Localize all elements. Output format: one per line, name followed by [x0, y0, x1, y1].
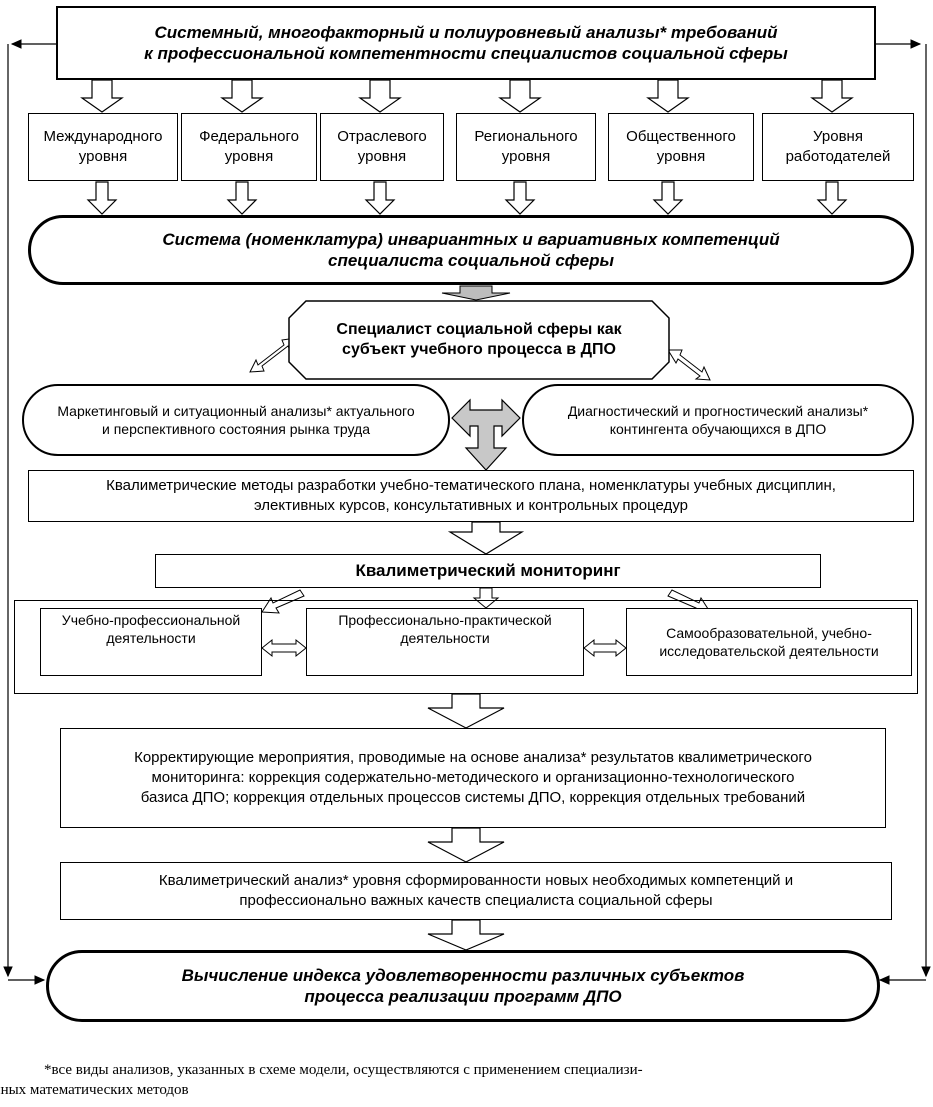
arrow-corrective-to-analysis: [427, 827, 505, 863]
competence-system-box: Система (номенклатура) инвариантных и ва…: [28, 215, 914, 285]
activity-3-line-1: Самообразовательной, учебно-: [666, 625, 872, 641]
arrow-level-1-down: [86, 181, 118, 215]
footnote: *все виды анализов, указанных в схеме мо…: [0, 1060, 929, 1100]
qualimetric-analysis-line-1: Квалиметрический анализ* уровня сформиро…: [158, 872, 794, 889]
level-label-5b: уровня: [656, 148, 706, 165]
level-label-5a: Общественного: [626, 128, 736, 145]
activity-2-line-2: деятельности: [400, 630, 490, 646]
cross-arrow-analyses: [451, 398, 521, 471]
level-box-public: Общественного уровня: [608, 113, 754, 181]
arrow-level-6-down: [816, 181, 848, 215]
specialist-octagon: [288, 300, 670, 380]
qualimetric-analysis-box: Квалиметрический анализ* уровня сформиро…: [60, 862, 892, 920]
corrective-line-1: Корректирующие мероприятия, проводимые н…: [134, 749, 812, 766]
arrow-system-to-specialist: [441, 285, 511, 301]
activity-1-line-2: деятельности: [106, 630, 196, 646]
arrow-top-to-level-5: [646, 79, 690, 113]
requirements-analysis-box: Системный, многофакторный и полиуровневы…: [56, 6, 876, 80]
specialist-line-2: субъект учебного процесса в ДПО: [342, 341, 616, 358]
footnote-line-1: *все виды анализов, указанных в схеме мо…: [44, 1062, 643, 1078]
arrow-level-3-down: [364, 181, 396, 215]
level-box-federal: Федерального уровня: [181, 113, 317, 181]
level-box-employers: Уровня работодателей: [762, 113, 914, 181]
level-label-6b: работодателей: [785, 148, 891, 165]
arrow-analysis-to-index: [427, 919, 505, 951]
level-label-2b: уровня: [224, 148, 274, 165]
diagnostic-analysis-line-1: Диагностический и прогностический анализ…: [567, 403, 869, 419]
qualimetric-analysis-line-2: профессионально важных качеств специалис…: [239, 892, 713, 909]
diagnostic-analysis-box: Диагностический и прогностический анализ…: [522, 384, 914, 456]
activity-3-line-2: исследовательской деятельности: [659, 643, 879, 659]
level-label-3b: уровня: [357, 148, 407, 165]
level-box-regional: Регионального уровня: [456, 113, 596, 181]
arrow-level-5-down: [652, 181, 684, 215]
activity-2-line-1: Профессионально-практической: [338, 612, 552, 628]
arrow-methods-to-monitoring: [447, 521, 525, 555]
requirements-analysis-line-1: Системный, многофакторный и полиуровневы…: [154, 23, 778, 42]
corrective-line-2: мониторинга: коррекция содержательно-мет…: [151, 769, 795, 786]
competence-system-line-2: специалиста социальной сферы: [328, 251, 614, 270]
activity-1-line-1: Учебно-профессиональной: [61, 612, 241, 628]
activity-box-educational-professional: Учебно-профессиональной деятельности: [40, 608, 262, 676]
level-label-4a: Регионального: [474, 128, 578, 145]
level-box-international: Международного уровня: [28, 113, 178, 181]
double-arrow-specialist-diagnostic: [667, 349, 711, 381]
level-label-4b: уровня: [501, 148, 551, 165]
qualimetric-methods-line-1: Квалиметрические методы разработки учебн…: [106, 477, 836, 494]
monitoring-group-frame: [14, 600, 918, 694]
corrective-line-3: базиса ДПО; коррекция отдельных процессо…: [140, 789, 806, 806]
market-analysis-line-2: и перспективного состояния рынка труда: [102, 421, 370, 437]
satisfaction-index-box: Вычисление индекса удовлетворенности раз…: [46, 950, 880, 1022]
arrow-level-2-down: [226, 181, 258, 215]
arrow-top-to-level-6: [810, 79, 854, 113]
arrow-monitoring-to-activity-1: [261, 589, 305, 614]
level-label-1a: Международного: [43, 128, 163, 145]
competence-system-line-1: Система (номенклатура) инвариантных и ва…: [162, 230, 780, 249]
market-analysis-line-1: Маркетинговый и ситуационный анализы* ак…: [57, 403, 415, 419]
level-label-1b: уровня: [78, 148, 128, 165]
index-line-2: процесса реализации программ ДПО: [304, 987, 622, 1006]
arrow-top-to-level-4: [498, 79, 542, 113]
arrow-monitoring-to-corrective: [427, 693, 505, 729]
arrow-monitoring-to-activity-2: [472, 587, 500, 609]
level-label-6a: Уровня: [813, 128, 863, 145]
index-line-1: Вычисление индекса удовлетворенности раз…: [181, 966, 745, 985]
monitoring-title: Квалиметрический мониторинг: [355, 561, 621, 580]
footnote-line-2: рованных математических методов: [0, 1082, 189, 1098]
requirements-analysis-line-2: к профессиональной компетентности специа…: [144, 44, 788, 63]
qualimetric-methods-box: Квалиметрические методы разработки учебн…: [28, 470, 914, 522]
qualimetric-methods-line-2: элективных курсов, консультативных и кон…: [253, 497, 688, 514]
corrective-measures-box: Корректирующие мероприятия, проводимые н…: [60, 728, 886, 828]
arrow-top-to-level-3: [358, 79, 402, 113]
market-analysis-box: Маркетинговый и ситуационный анализы* ак…: [22, 384, 450, 456]
specialist-line-1: Специалист социальной сферы как: [336, 321, 622, 338]
monitoring-title-box: Квалиметрический мониторинг: [155, 554, 821, 588]
level-label-2a: Федерального: [199, 128, 299, 145]
arrow-level-4-down: [504, 181, 536, 215]
diagnostic-analysis-line-2: контингента обучающихся в ДПО: [609, 421, 827, 437]
level-box-sectoral: Отраслевого уровня: [320, 113, 444, 181]
arrow-top-to-level-1: [80, 79, 124, 113]
specialist-box: Специалист социальной сферы как субъект …: [288, 300, 670, 380]
activity-box-self-education: Самообразовательной, учебно-исследовател…: [626, 608, 912, 676]
level-label-3a: Отраслевого: [337, 128, 427, 145]
activity-box-practical: Профессионально-практической деятельности: [306, 608, 584, 676]
arrow-top-to-level-2: [220, 79, 264, 113]
